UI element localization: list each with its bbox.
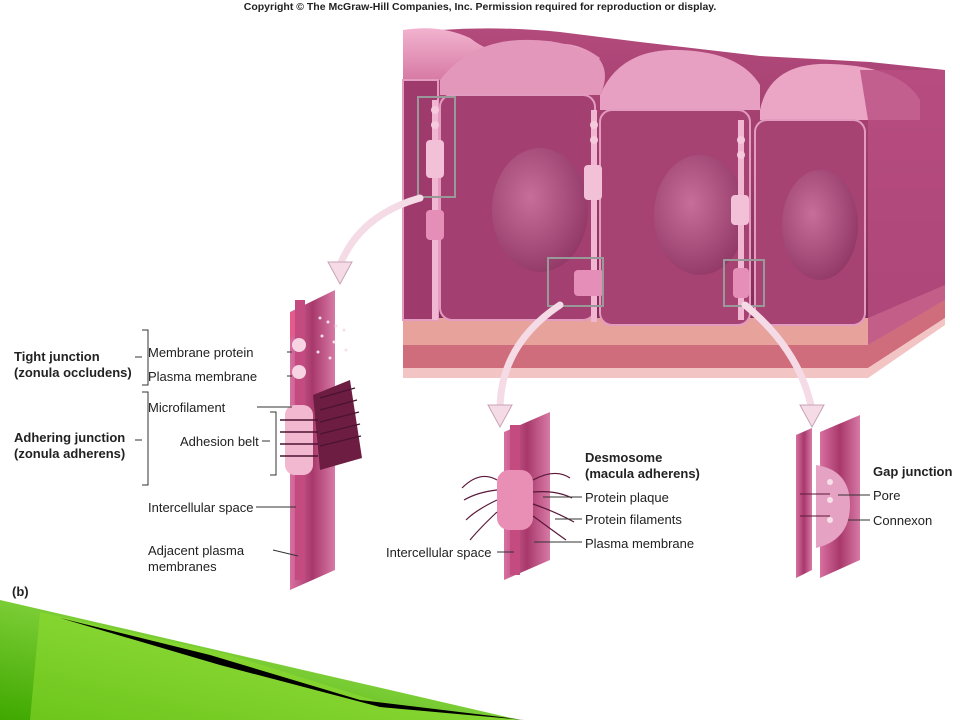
- label-plasma-membrane: Plasma membrane: [148, 369, 258, 384]
- adhering-junction-title: Adhering junction: [14, 430, 126, 445]
- desmosome-subtitle: (macula adherens): [585, 466, 700, 481]
- label-connexon: Connexon: [873, 513, 933, 528]
- adhering-junction-detail: [280, 290, 362, 590]
- label-adjacent-membranes: membranes: [148, 559, 217, 574]
- leader-lines: [135, 329, 870, 557]
- label-desmosome-plasma-membrane: Plasma membrane: [585, 536, 695, 551]
- label-membrane-protein: Membrane protein: [148, 345, 254, 360]
- gap-junction-detail: [796, 415, 860, 578]
- zoom-arrows: [336, 194, 816, 414]
- label-adhesion-belt: Adhesion belt: [180, 434, 259, 449]
- label-adjacent-plasma: Adjacent plasma: [148, 543, 245, 558]
- desmosome-title: Desmosome: [585, 450, 663, 465]
- label-desmosome-intercellular-space: Intercellular space: [386, 545, 492, 560]
- copyright-notice: Copyright © The McGraw-Hill Companies, I…: [243, 1, 717, 13]
- green-swoosh-decoration: [0, 600, 525, 720]
- label-intercellular-space: Intercellular space: [148, 500, 254, 515]
- label-protein-filaments: Protein filaments: [585, 512, 682, 527]
- panel-label: (b): [12, 584, 29, 599]
- gap-junction-title: Gap junction: [873, 464, 953, 479]
- adhering-junction-subtitle: (zonula adherens): [14, 446, 126, 461]
- label-protein-plaque: Protein plaque: [585, 490, 669, 505]
- label-pore: Pore: [873, 488, 901, 503]
- label-microfilament: Microfilament: [148, 400, 226, 415]
- tight-junction-title: Tight junction: [14, 349, 100, 364]
- desmosome-detail: [461, 412, 575, 580]
- tight-junction-subtitle: (zonula occludens): [14, 365, 132, 380]
- epithelial-tissue-block: [402, 28, 945, 378]
